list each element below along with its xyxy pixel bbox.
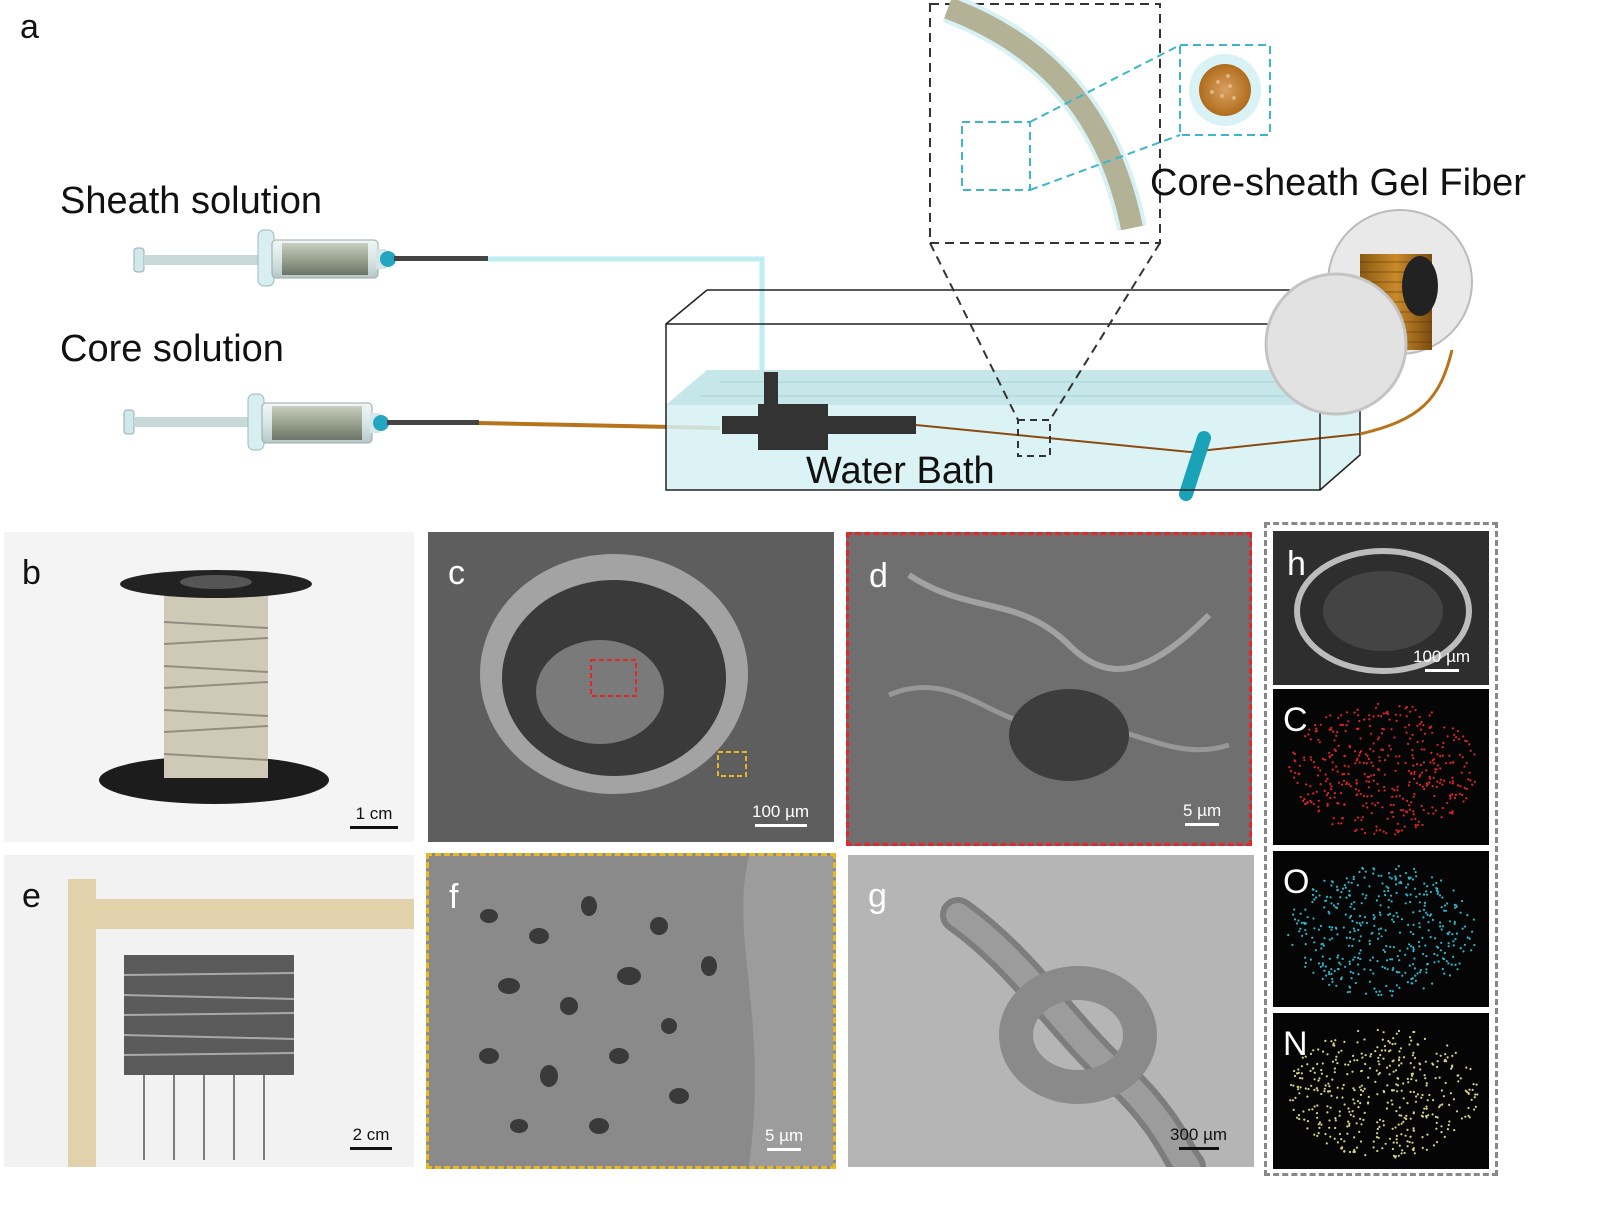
scale-bar-e: 2 cm <box>350 1125 392 1150</box>
panel-label-g: g <box>868 877 887 915</box>
panel-label-a: a <box>20 8 39 46</box>
panel-label-b: b <box>22 554 41 592</box>
water-bath-label: Water Bath <box>806 450 995 492</box>
scale-bar-b: 1 cm <box>350 804 398 829</box>
eds-map-c: C <box>1273 689 1489 845</box>
panel-h-eds-mapping: h 100 µm C O N <box>1264 522 1498 1176</box>
scale-bar-e-text: 2 cm <box>352 1125 390 1144</box>
fiber-cross-section <box>1179 44 1271 136</box>
spool-photo-illustration <box>99 570 329 804</box>
sem-porous-illustration <box>479 856 833 1166</box>
eds-map-o: O <box>1273 851 1489 1007</box>
sem-detail-illustration <box>888 572 1230 781</box>
scale-bar-d-text: 5 µm <box>1183 801 1222 820</box>
eds-map-label-c: C <box>1283 701 1308 739</box>
panel-label-e: e <box>22 877 41 915</box>
panel-d-sem-detail: d 5 µm <box>846 532 1252 846</box>
scale-bar-c-text: 100 µm <box>752 802 810 821</box>
eds-map-label-n: N <box>1283 1025 1308 1063</box>
core-solution-label: Core solution <box>60 328 284 370</box>
core-syringe <box>123 393 479 451</box>
panel-g-sem-knot: g 300 µm <box>848 855 1254 1167</box>
scale-bar-h-text: 100 µm <box>1413 647 1471 666</box>
panel-label-h: h <box>1287 545 1306 583</box>
coaxial-connector <box>722 372 916 450</box>
scale-bar-b-text: 1 cm <box>355 804 393 823</box>
scale-bar-h: 100 µm <box>1413 647 1470 672</box>
eds-map-n: N <box>1273 1013 1489 1169</box>
scale-bar-f: 5 µm <box>765 1126 803 1151</box>
textile-loom-illustration <box>68 879 414 1167</box>
eds-sem-illustration <box>1294 548 1472 674</box>
panel-label-d: d <box>869 557 888 595</box>
sheath-syringe <box>133 229 488 287</box>
scale-bar-g: 300 µm <box>1170 1125 1227 1150</box>
eds-sem-image: h 100 µm <box>1273 531 1489 685</box>
panel-label-f: f <box>449 878 459 916</box>
water-bath-tank <box>665 289 1325 371</box>
scale-bar-d: 5 µm <box>1183 801 1221 826</box>
panel-f-sem-porous: f 5 µm <box>426 853 836 1169</box>
panel-b-spool-photo: b 1 cm <box>4 532 414 842</box>
sheath-solution-label: Sheath solution <box>60 180 322 222</box>
fabrication-schematic <box>123 0 1473 501</box>
scale-bar-f-text: 5 µm <box>765 1126 804 1145</box>
core-sheath-fiber-label: Core-sheath Gel Fiber <box>1150 162 1526 204</box>
collector-spool <box>1264 209 1473 416</box>
fiber-zoom-inset <box>929 0 1161 244</box>
eds-map-label-o: O <box>1283 863 1310 901</box>
panel-c-sem-cross-section: c 100 µm <box>428 532 834 842</box>
scale-bar-c: 100 µm <box>752 802 809 827</box>
scale-bar-g-text: 300 µm <box>1170 1125 1228 1144</box>
panel-e-textile-photo: e 2 cm <box>4 855 414 1167</box>
sem-knot-illustration <box>940 897 1206 1167</box>
sem-cross-section-illustration <box>480 554 748 794</box>
panel-label-c: c <box>448 554 465 592</box>
